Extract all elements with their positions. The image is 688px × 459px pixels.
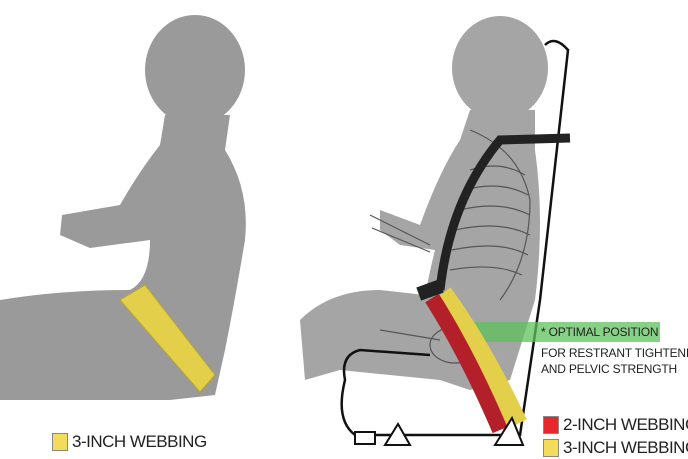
left-legend-swatch xyxy=(52,433,68,451)
seat-foot xyxy=(354,431,376,445)
seat-anchor-right xyxy=(493,415,525,446)
shoulder-belt xyxy=(435,133,571,291)
right-legend-swatch-red xyxy=(543,416,559,434)
right-legend-label-2inch: 2-INCH WEBBING * xyxy=(563,415,688,434)
right-legend-swatch-yellow xyxy=(543,439,559,457)
right-lap-belt-2inch xyxy=(425,293,508,434)
right-legend-label-3inch: 3-INCH WEBBING xyxy=(563,438,688,457)
seat-outline xyxy=(340,39,570,437)
left-lap-belt-3inch xyxy=(119,284,216,393)
annotation-line2: AND PELVIC STRENGTH xyxy=(541,362,677,376)
left-occupant-silhouette xyxy=(0,15,246,400)
left-legend-label: 3-INCH WEBBING xyxy=(72,432,207,451)
annotation-title: * OPTIMAL POSITION xyxy=(541,325,659,339)
belt-buckle xyxy=(416,279,444,301)
skeleton-ribcage xyxy=(369,129,531,364)
right-occupant-silhouette xyxy=(300,16,548,390)
seat-anchor-left xyxy=(383,422,412,446)
optimal-position-band xyxy=(470,322,660,342)
right-lap-belt-3inch xyxy=(429,287,527,431)
annotation-line1: FOR RESTRANT TIGHTENING xyxy=(541,346,688,360)
